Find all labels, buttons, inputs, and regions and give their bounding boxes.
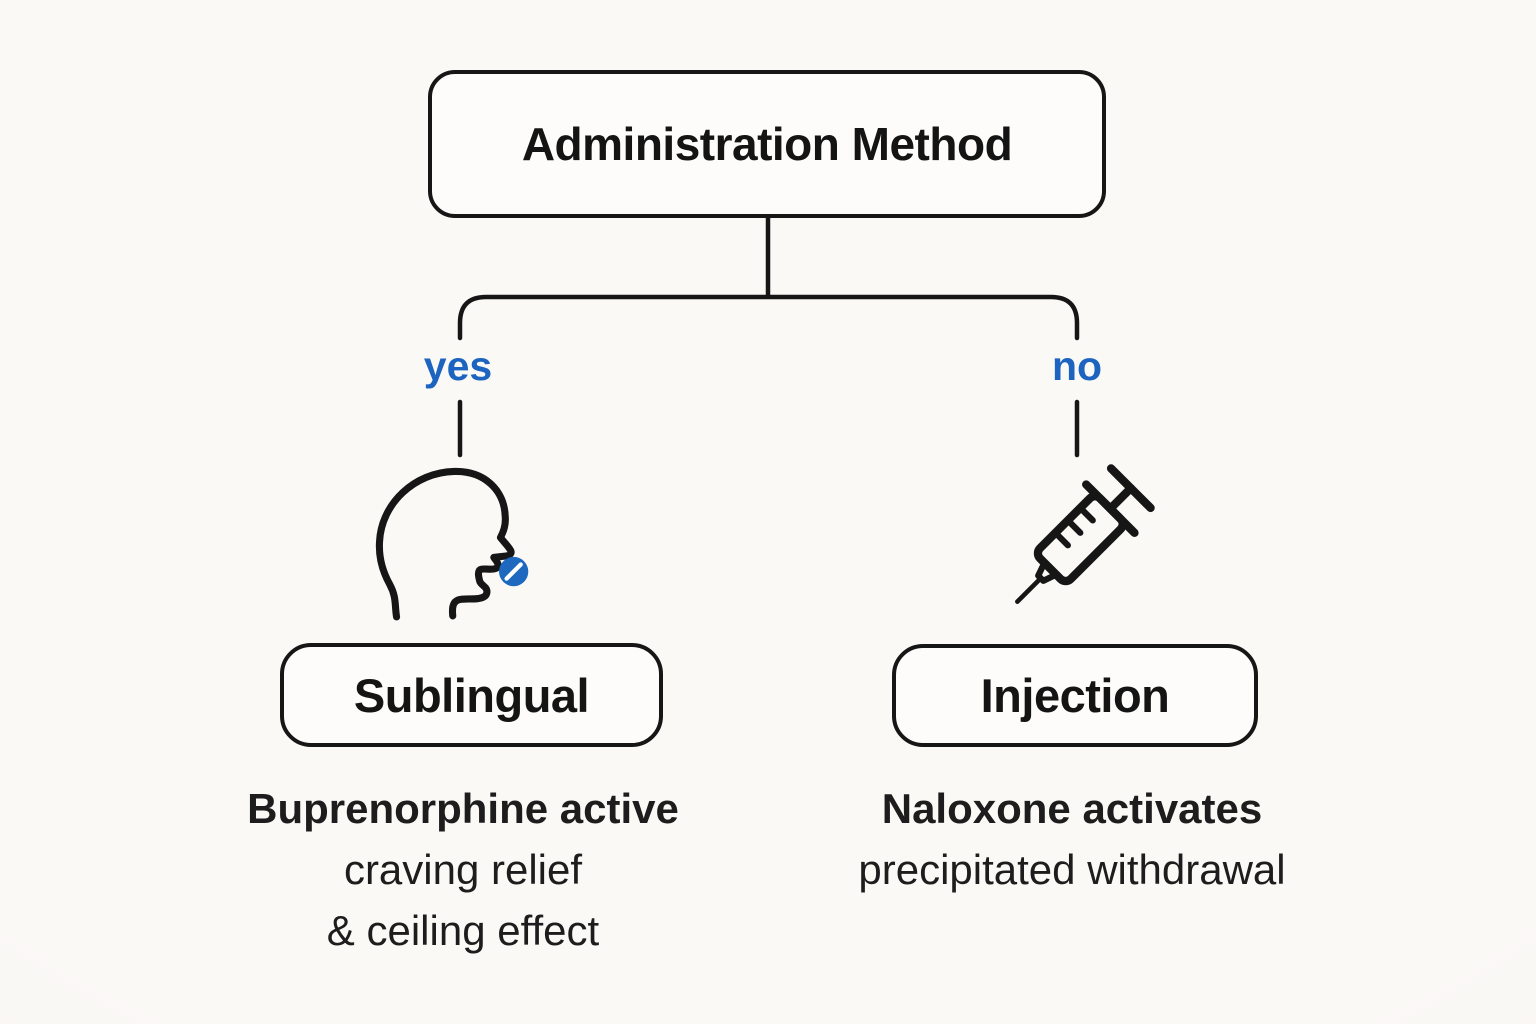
head-profile-outline: [375, 467, 515, 621]
syringe-icon: [985, 458, 1161, 634]
pill-icon: [499, 556, 529, 587]
leaf-node-sublingual: Sublingual: [280, 643, 663, 747]
branch-elbow-line: [457, 294, 1080, 341]
syringe-plunger-rod: [1106, 484, 1135, 513]
syringe-hub: [1035, 559, 1060, 584]
syringe-tick-3: [1052, 529, 1071, 549]
syringe-barrel-flange: [1082, 480, 1139, 537]
caption-line: precipitated withdrawal: [858, 846, 1286, 893]
caption-injection: Naloxone activates precipitated withdraw…: [858, 778, 1285, 900]
syringe-needle: [1015, 575, 1044, 604]
caption-sublingual: Buprenorphine active craving relief & ce…: [247, 778, 679, 961]
caption-line: Buprenorphine active: [247, 785, 679, 832]
pill-score-line: [504, 562, 523, 581]
syringe-tick-1: [1077, 504, 1096, 524]
syringe-tick-2: [1064, 517, 1084, 536]
leaf-node-label: Sublingual: [353, 668, 590, 722]
leaf-node-label: Injection: [980, 669, 1170, 722]
caption-line: & ceiling effect: [326, 907, 600, 954]
leaf-node-injection: Injection: [892, 644, 1258, 747]
branch-label-no: no: [1051, 343, 1103, 389]
head-with-pill-icon: [372, 462, 542, 632]
caption-line: Naloxone activates: [881, 785, 1263, 832]
root-node-administration-method: Administration Method: [428, 70, 1106, 218]
branch-label-yes: yes: [423, 343, 493, 389]
root-node-label: Administration Method: [521, 118, 1013, 170]
caption-line: craving relief: [343, 846, 583, 893]
syringe-barrel: [1033, 492, 1127, 586]
syringe-plunger-handle: [1106, 464, 1155, 513]
